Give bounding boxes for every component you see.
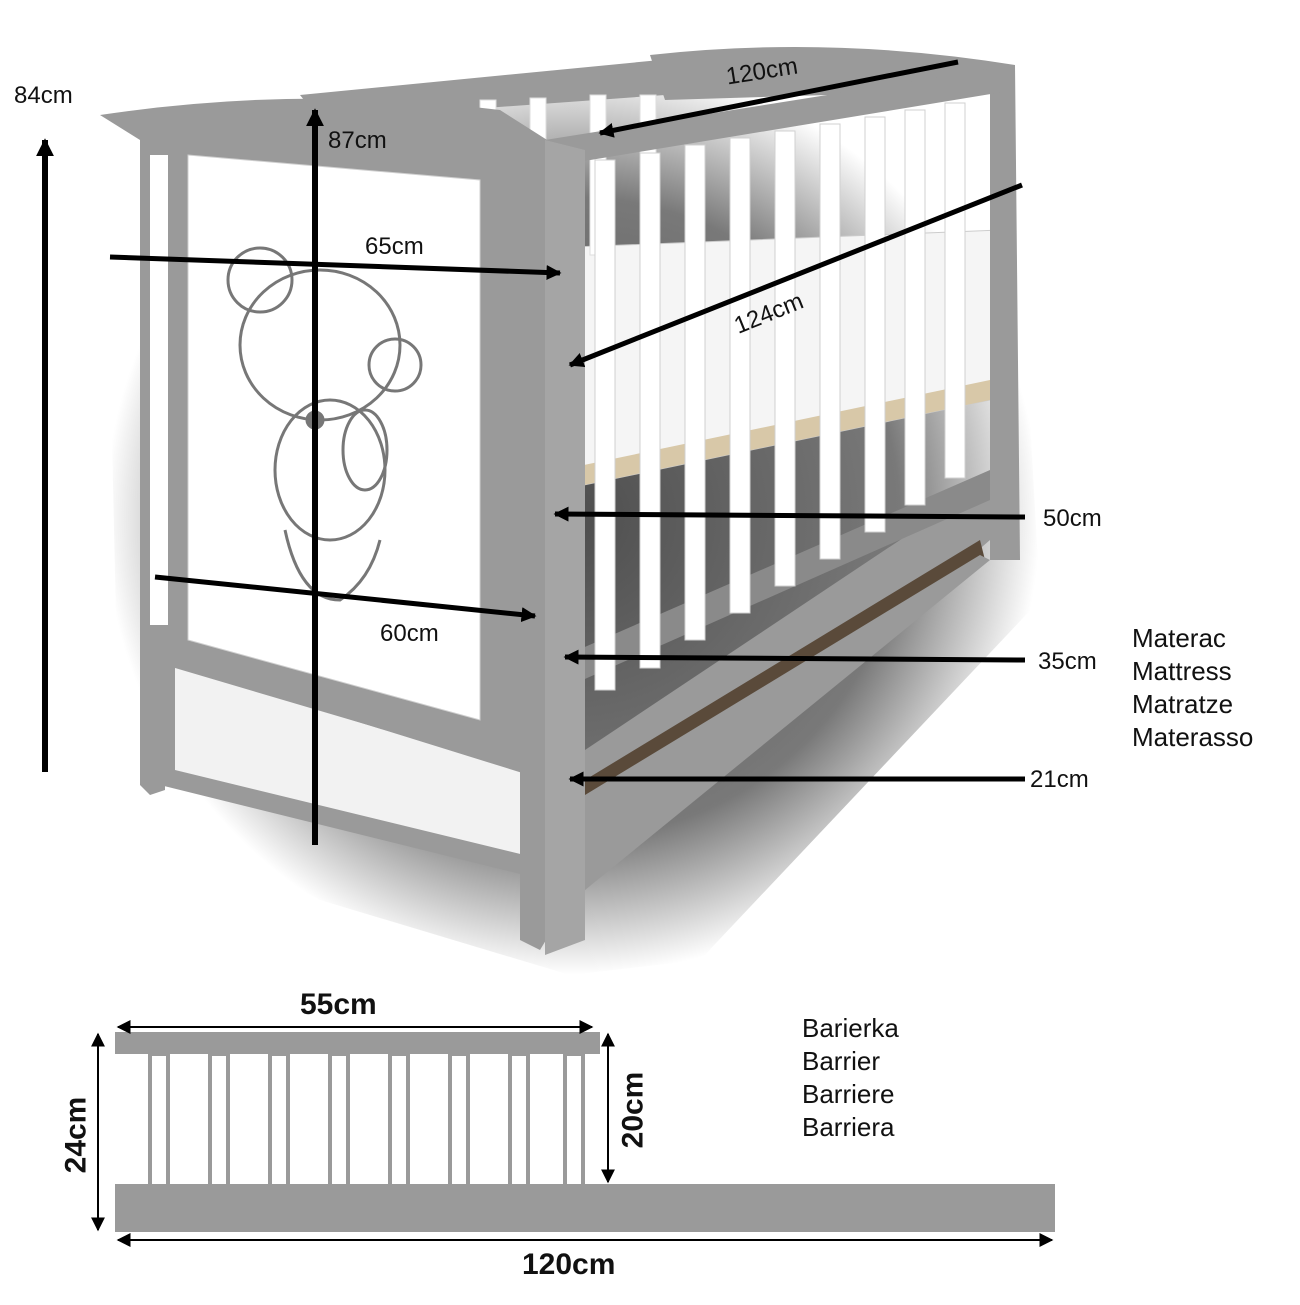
mattress-word: Matratze [1132,689,1234,719]
arrow-level-high [553,506,1026,522]
mattress-word: Materac [1132,623,1226,653]
barrier-illustration [115,1032,1055,1232]
label-barrier-height-bars: 20cm [616,1071,650,1149]
front-top-rail [545,65,1015,165]
barrier-top-rail [115,1032,600,1054]
arrow-level-mid [563,649,1026,665]
crib-illustration [100,47,1020,955]
arrow-length-top [598,59,959,138]
arrow-width-top [109,254,562,281]
barrier-word: Barrier [802,1046,881,1076]
barrier-word: Barriera [802,1112,895,1142]
label-width-top: 65cm [365,233,424,260]
label-barrier-length: 120cm [522,1248,616,1281]
arrow-width-bottom [154,574,537,623]
arrow-diagonal [568,182,1023,368]
barrier-arrows [91,1020,1054,1247]
crib-arrows [36,59,1026,845]
label-level-low: 21cm [1030,766,1089,793]
barrier-bars [148,1052,585,1188]
label-width-bottom: 60cm [380,620,439,647]
mattress-word: Materasso [1132,722,1254,752]
label-level-mid: 35cm [1038,648,1097,675]
corner-post [545,140,585,955]
barrier-word: Barriere [802,1079,895,1109]
barrier-word: Barierka [802,1013,899,1043]
back-headboard [650,47,1020,560]
mattress-words: Materac Mattress Matratze Materasso [1132,622,1253,754]
barrier-bottom-rail [115,1184,1055,1232]
mattress-word: Mattress [1132,656,1232,686]
label-height-total: 84cm [14,82,73,109]
label-height-headboard: 87cm [328,127,387,154]
label-barrier-width-top: 55cm [300,988,377,1021]
front-bars [594,102,966,691]
label-barrier-height-total: 24cm [59,1096,93,1174]
label-level-high: 50cm [1043,505,1102,532]
barrier-words: Barierka Barrier Barriere Barriera [802,1012,899,1144]
